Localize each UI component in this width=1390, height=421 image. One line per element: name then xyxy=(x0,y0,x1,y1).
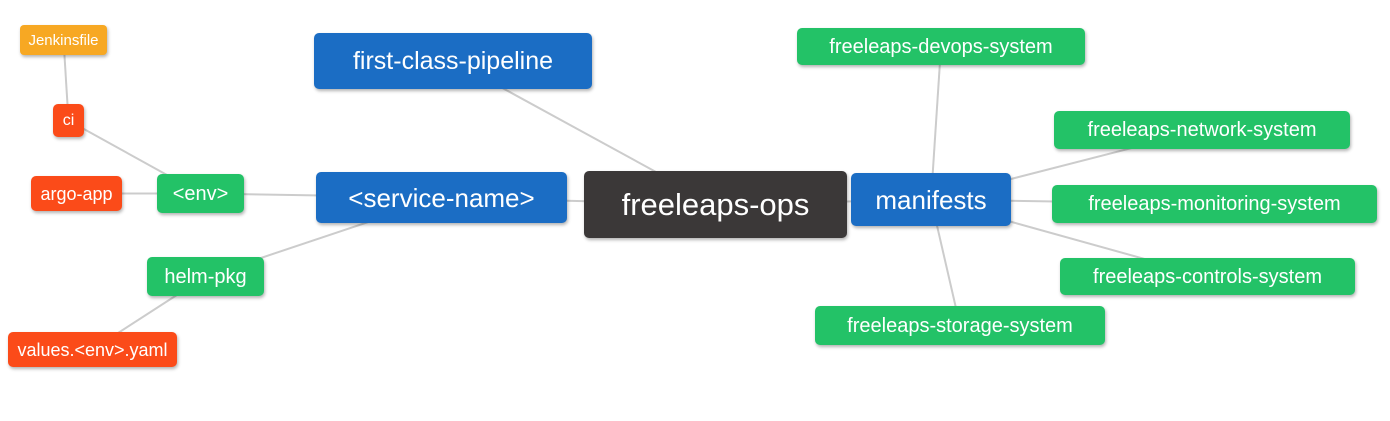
node-helm-pkg[interactable]: helm-pkg xyxy=(147,257,264,296)
node-network-system[interactable]: freeleaps-network-system xyxy=(1054,111,1350,149)
node-manifests[interactable]: manifests xyxy=(851,173,1011,226)
node-controls-system[interactable]: freeleaps-controls-system xyxy=(1060,258,1355,295)
node-freeleaps-ops[interactable]: freeleaps-ops xyxy=(584,171,847,238)
node-jenkinsfile[interactable]: Jenkinsfile xyxy=(20,25,107,55)
node-env[interactable]: <env> xyxy=(157,174,244,213)
node-storage-system[interactable]: freeleaps-storage-system xyxy=(815,306,1105,345)
node-first-class-pipeline[interactable]: first-class-pipeline xyxy=(314,33,592,89)
node-devops-system[interactable]: freeleaps-devops-system xyxy=(797,28,1085,65)
node-service-name[interactable]: <service-name> xyxy=(316,172,567,223)
node-ci[interactable]: ci xyxy=(53,104,84,137)
node-monitoring-system[interactable]: freeleaps-monitoring-system xyxy=(1052,185,1377,223)
node-values-env-yaml[interactable]: values.<env>.yaml xyxy=(8,332,177,367)
node-argo-app[interactable]: argo-app xyxy=(31,176,122,211)
